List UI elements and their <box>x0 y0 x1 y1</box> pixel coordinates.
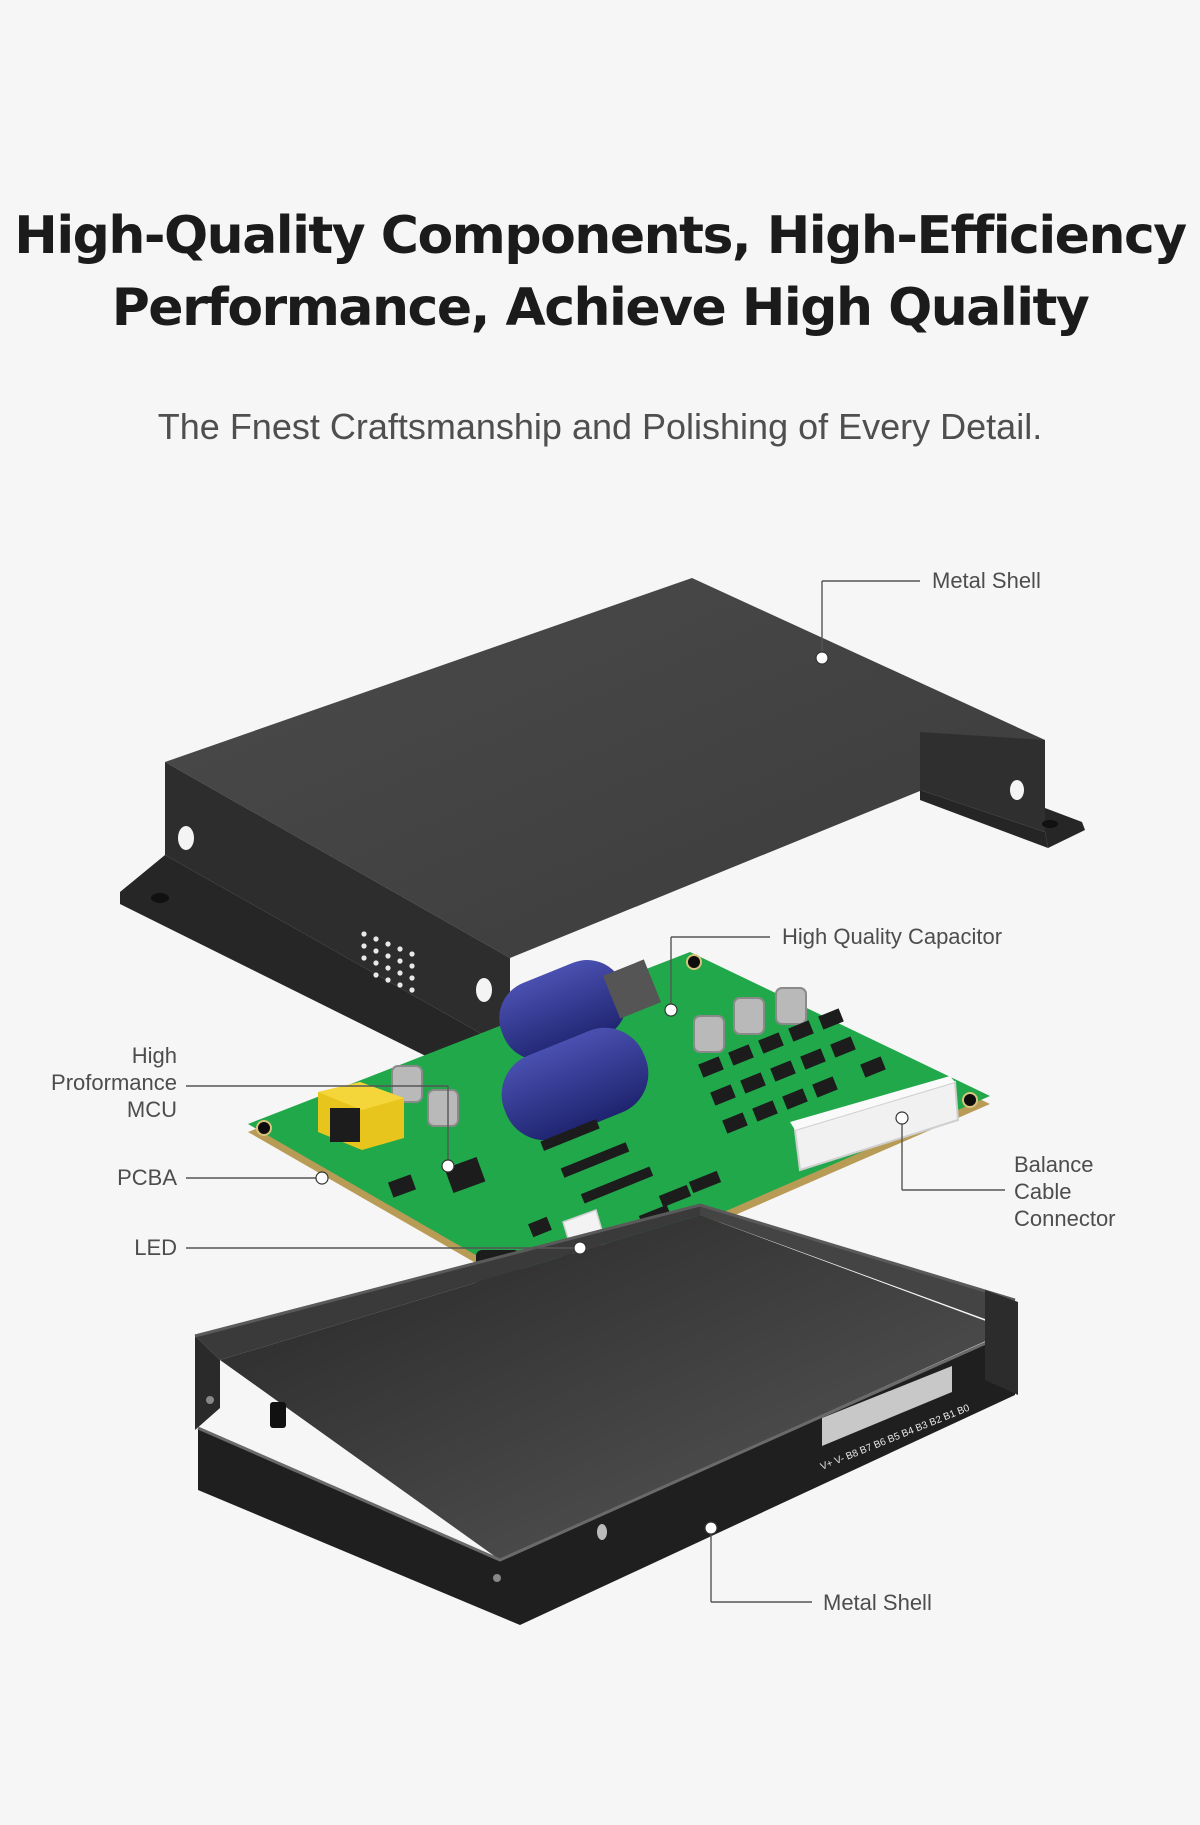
label-metal-shell-bottom: Metal Shell <box>823 1590 932 1615</box>
marker-led <box>573 1241 587 1255</box>
label-balance-line-2: Cable <box>1014 1179 1072 1204</box>
vent-holes <box>361 931 415 993</box>
label-capacitor: High Quality Capacitor <box>782 924 1003 949</box>
title-line-1: High-Quality Components, High-Efficiency <box>14 206 1187 266</box>
label-mcu-line-1: High <box>131 1043 177 1068</box>
balance-connector <box>790 1076 960 1172</box>
label-mcu-line-3: MCU <box>126 1097 177 1122</box>
callout-leaders <box>186 580 1005 1603</box>
marker-pcba <box>315 1171 329 1185</box>
label-pcba: PCBA <box>117 1165 177 1190</box>
top-metal-shell <box>120 578 1085 1078</box>
marker-balance-connector <box>895 1111 909 1125</box>
marker-metal-shell-bottom <box>704 1521 718 1535</box>
bottom-metal-shell <box>194 1203 1018 1625</box>
marker-mcu <box>441 1159 455 1173</box>
marker-capacitor <box>664 1003 678 1017</box>
label-led: LED <box>134 1235 177 1260</box>
label-balance-line-1: Balance <box>1014 1152 1094 1177</box>
label-metal-shell-top: Metal Shell <box>932 568 1041 593</box>
label-balance-line-3: Connector <box>1014 1206 1116 1231</box>
label-mcu: High Proformance MCU <box>30 1042 177 1123</box>
marker-metal-shell-top <box>815 651 829 665</box>
main-capacitors <box>499 959 662 1141</box>
label-mcu-line-2: Proformance <box>51 1070 177 1095</box>
page-title: High-Quality Components, High-Efficiency… <box>0 200 1200 344</box>
page-subtitle: The Fnest Craftsmanship and Polishing of… <box>157 406 1043 447</box>
small-capacitors <box>391 987 807 1127</box>
inductor <box>318 1082 404 1150</box>
callout-markers <box>315 651 909 1535</box>
label-balance-connector: Balance Cable Connector <box>1014 1151 1116 1232</box>
title-line-2: Performance, Achieve High Quality <box>111 278 1090 338</box>
